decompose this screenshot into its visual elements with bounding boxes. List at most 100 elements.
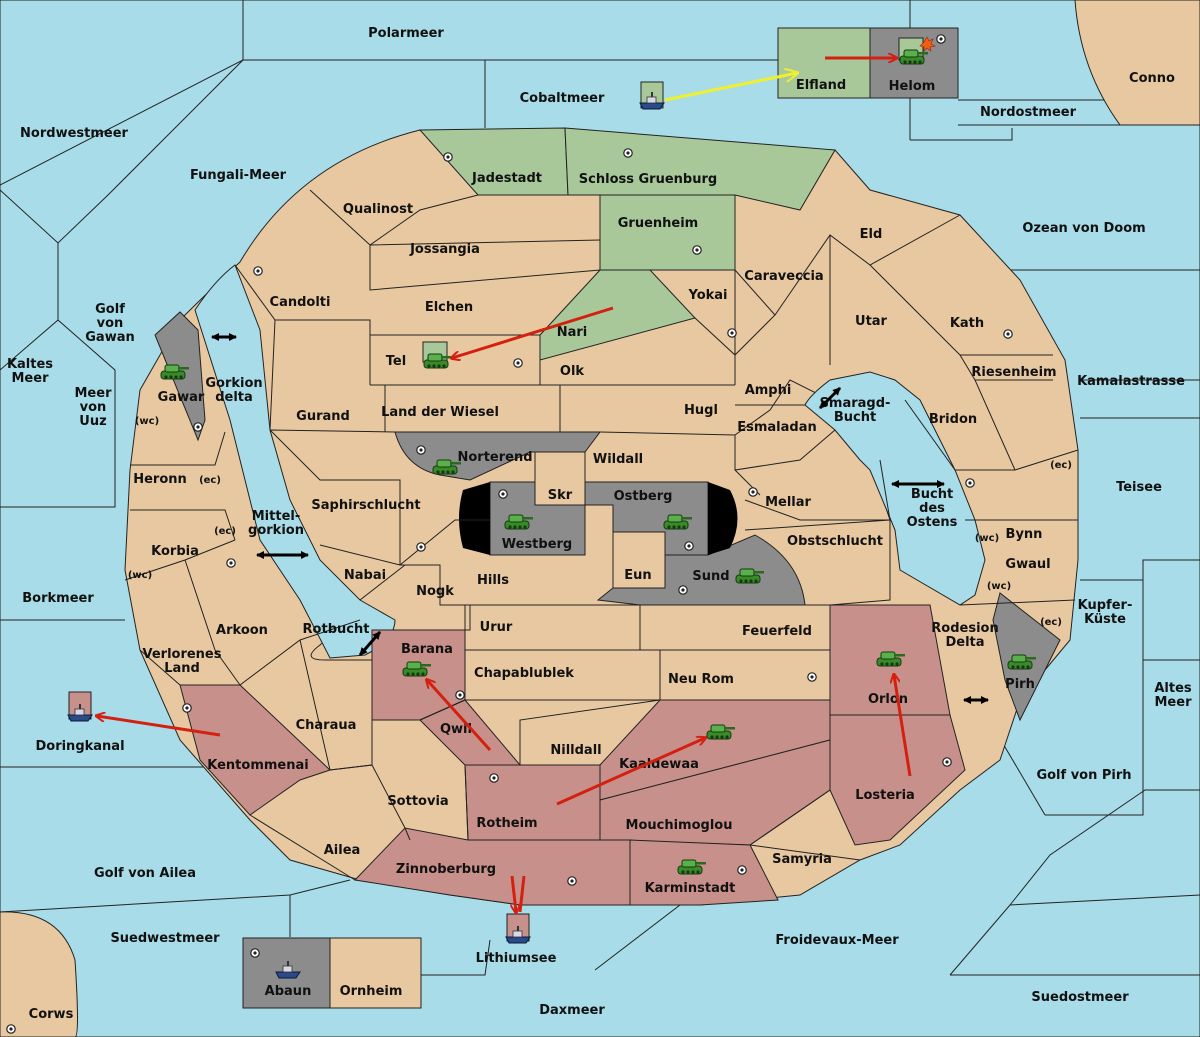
land-ostberg-end (708, 482, 738, 555)
coast-tag-bynn-ec: (ec) (1050, 460, 1072, 471)
tank-icon[interactable] (1007, 654, 1037, 670)
tank-icon[interactable] (432, 459, 462, 475)
land-sund[interactable] (596, 534, 806, 606)
coast-tag-gwaul-ec: (ec) (1040, 617, 1062, 628)
sea-label-suedostmeer: Suedostmeer (1031, 990, 1129, 1005)
land-conno[interactable] (1074, 0, 1200, 126)
label-gwaul: Gwaul (1005, 557, 1050, 572)
label-korbia: Korbia (151, 544, 199, 559)
supply-center-icon (678, 585, 688, 595)
label-olk: Olk (560, 364, 585, 379)
sea-label-daxmeer: Daxmeer (539, 1003, 605, 1018)
tank-icon[interactable] (876, 651, 906, 667)
explosion-icon (919, 36, 936, 52)
label-gruenheim: Gruenheim (618, 216, 698, 231)
label-rotheim: Rotheim (476, 816, 537, 831)
label-heronn: Heronn (133, 472, 187, 487)
supply-center-icon (623, 148, 633, 158)
sea-label-polarmeer: Polarmeer (368, 26, 444, 41)
sea-label-golf-ailea: Golf von Ailea (94, 866, 196, 881)
label-samyria: Samyria (772, 852, 832, 867)
armies (160, 36, 1037, 875)
sea-label-suedwestmeer: Suedwestmeer (110, 931, 220, 946)
supply-center-icon (684, 541, 694, 551)
label-elfland: Elfland (796, 78, 846, 93)
label-losteria: Losteria (855, 788, 915, 803)
label-helom: Helom (889, 79, 936, 94)
label-elchen: Elchen (425, 300, 473, 315)
tank-icon[interactable] (899, 49, 929, 65)
label-eun: Eun (624, 568, 651, 583)
supply-center-icon (416, 445, 426, 455)
sea-label-rotbucht: Rotbucht (303, 622, 370, 637)
order-arrow-yellow (664, 73, 797, 102)
sea-label-conno: Conno (1129, 71, 1175, 86)
sea-label-froidevaux: Froidevaux-Meer (775, 933, 899, 948)
supply-center-icon (182, 703, 192, 713)
tank-icon[interactable] (402, 661, 432, 677)
label-chapablublek: Chapablublek (474, 666, 574, 681)
sea-borders (0, 0, 1200, 976)
supply-center-icon (455, 690, 465, 700)
land-skr[interactable] (534, 451, 586, 506)
coast-tag-bynn-wc: (wc) (975, 533, 999, 544)
land-karminstadt[interactable] (629, 839, 779, 906)
label-eld: Eld (860, 227, 883, 242)
label-barana: Barana (401, 642, 453, 657)
label-utar: Utar (855, 314, 888, 329)
supply-center-icon (567, 876, 577, 886)
coast-tag-korbia-ec: (ec) (214, 526, 236, 537)
label-abaun: Abaun (265, 984, 312, 999)
supply-center-icon (748, 487, 758, 497)
coast-tag-korbia-wc: (wc) (128, 570, 152, 581)
land-labels: Elfland Helom Jadestadt Schloss Gruenbur… (128, 78, 1072, 999)
label-tel: Tel (386, 354, 406, 369)
sea-label-nordostmeer: Nordostmeer (980, 105, 1077, 120)
label-land-wiesel: Land der Wiesel (381, 405, 499, 420)
label-obstschlucht: Obstschlucht (787, 534, 883, 549)
supply-center-icon (416, 542, 426, 552)
land-elfland[interactable] (777, 27, 871, 99)
land-pirh[interactable] (992, 592, 1061, 722)
tank-icon[interactable] (677, 859, 707, 875)
land-nari[interactable] (539, 269, 696, 361)
tank-icon[interactable] (706, 724, 736, 740)
adjacency-arrows (211, 333, 989, 704)
label-sund: Sund (692, 569, 729, 584)
tank-icon[interactable] (735, 568, 765, 584)
sea-label-doringkanal: Doringkanal (35, 739, 124, 754)
land-corws[interactable] (0, 911, 78, 1037)
supply-center-icon (443, 152, 453, 162)
supply-center-icon (498, 489, 508, 499)
label-norterend: Norterend (457, 450, 532, 465)
label-gawar: Gawar (158, 390, 205, 405)
sea-label-mittelgorkion: Mittel-gorkion (248, 509, 304, 538)
sea-label-nordwestmeer: Nordwestmeer (20, 126, 128, 141)
label-nari: Nari (557, 325, 588, 340)
tank-icon[interactable] (504, 514, 534, 530)
tank-icon[interactable] (160, 364, 190, 380)
label-ailea: Ailea (324, 843, 361, 858)
land-ornheim[interactable] (329, 937, 422, 1009)
label-ostberg: Ostberg (614, 489, 673, 504)
label-skr: Skr (548, 488, 573, 503)
label-ornheim: Ornheim (340, 984, 403, 999)
label-nabai: Nabai (344, 568, 386, 583)
supply-center-icon (692, 245, 702, 255)
sea-label-kupferkueste: Kupfer-Küste (1078, 598, 1133, 627)
tank-icon[interactable] (663, 514, 693, 530)
sea-label-corws: Corws (29, 1007, 74, 1022)
tank-icon[interactable] (423, 353, 453, 369)
label-mellar: Mellar (765, 495, 811, 510)
land-gruenheim[interactable] (599, 194, 736, 271)
supply-center-icon (1003, 329, 1013, 339)
land-eun[interactable] (612, 531, 666, 589)
coast-tag-gwaul-wc: (wc) (987, 581, 1011, 592)
label-feuerfeld: Feuerfeld (742, 624, 812, 639)
label-pirh: Pirh (1005, 677, 1035, 692)
